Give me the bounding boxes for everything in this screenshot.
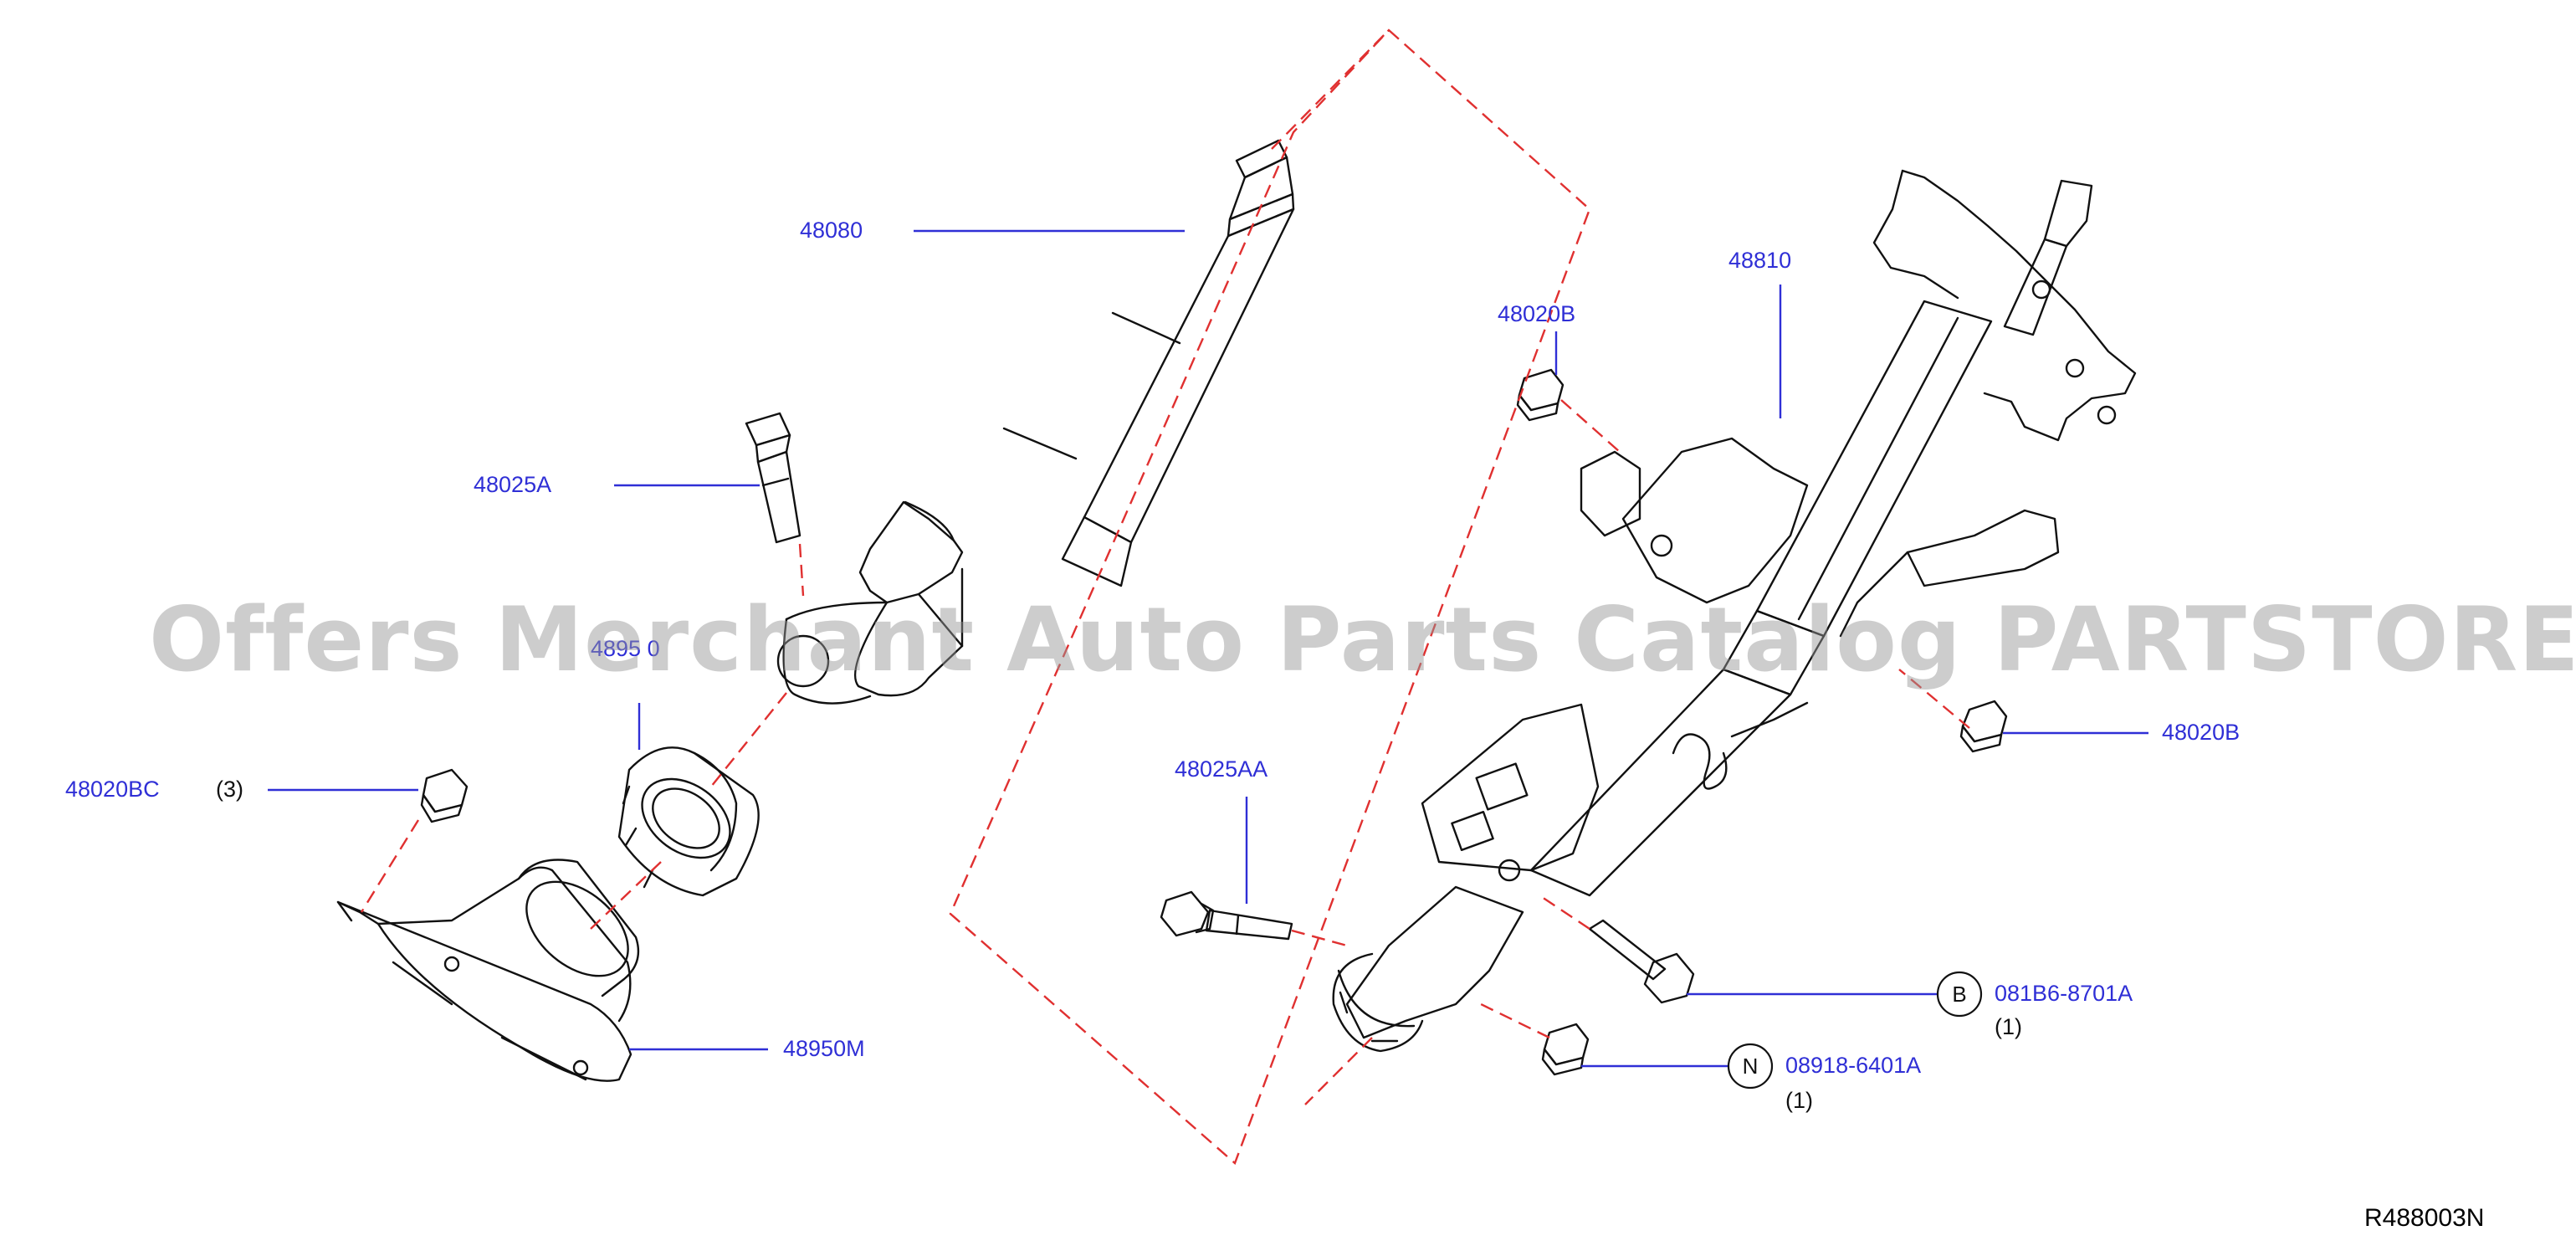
nut-48020B-right — [1959, 700, 2008, 753]
bolt-081B6 — [1588, 919, 1695, 1004]
label-48025AA: 48025AA — [1175, 756, 1268, 782]
label-48810: 48810 — [1728, 248, 1792, 273]
label-08918-6401A: 08918-6401A — [1785, 1053, 1922, 1078]
qty-081B6-8701A: (1) — [1995, 1014, 2022, 1039]
column-group-outline — [949, 28, 1591, 1166]
nut-08918 — [1541, 1023, 1590, 1076]
diagram-code: R488003N — [2364, 1204, 2485, 1232]
label-48025A: 48025A — [474, 472, 552, 497]
label-48950: 4895 0 — [591, 636, 660, 661]
steering-shaft-48080 — [776, 139, 1295, 705]
nut-48020B-top — [1516, 368, 1565, 422]
nut-48020BC — [420, 768, 469, 823]
label-48020B-right: 48020B — [2162, 720, 2241, 745]
symbol-N: N — [1742, 1054, 1759, 1079]
watermark: Offers Merchant Auto Parts Catalog PARTS… — [149, 588, 2576, 691]
bolt-48025AA — [1160, 890, 1293, 941]
seal-48950 — [617, 746, 760, 897]
steering-column-48810 — [1332, 169, 2137, 1053]
label-48020BC: 48020BC — [65, 777, 160, 802]
label-48020B-top: 48020B — [1498, 301, 1576, 326]
boot-48950M — [336, 859, 640, 1082]
assembly-dash-lines — [360, 28, 1970, 1166]
symbol-circles — [1727, 971, 1983, 1090]
leader-lines — [268, 229, 2148, 1068]
qty-08918-6401A: (1) — [1785, 1088, 1813, 1113]
qty-48020BC: (3) — [216, 777, 243, 802]
symbol-B: B — [1952, 982, 1967, 1007]
label-48950M: 48950M — [783, 1036, 865, 1061]
bolt-48025A — [745, 412, 801, 544]
label-081B6-8701A: 081B6-8701A — [1995, 981, 2133, 1006]
label-48080: 48080 — [800, 218, 863, 243]
